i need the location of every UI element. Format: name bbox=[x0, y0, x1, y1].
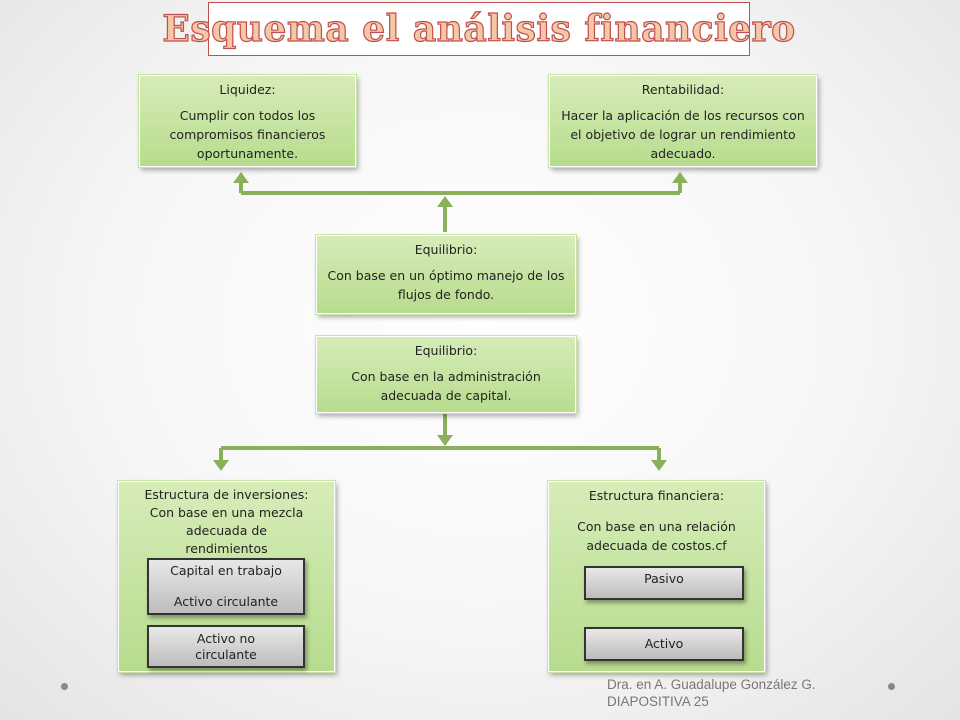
box-estructura-inversiones-heading: Estructura de inversiones: bbox=[144, 487, 309, 502]
box-liquidez-heading: Liquidez: bbox=[219, 82, 276, 97]
item-pasivo: Pasivo bbox=[584, 566, 744, 600]
box-rentabilidad-heading: Rentabilidad: bbox=[641, 82, 725, 97]
left-bullet-dot bbox=[61, 683, 68, 690]
footer-slide-number: DIAPOSITIVA 25 bbox=[607, 694, 709, 709]
item-activo: Activo bbox=[584, 627, 744, 661]
box-equilibrio-capital: Equilibrio: Con base en la administració… bbox=[315, 335, 577, 414]
arrowhead-down-center bbox=[437, 435, 453, 446]
box-estructura-financiera-heading: Estructura financiera: bbox=[588, 488, 725, 503]
arrowhead-down-right bbox=[651, 460, 667, 471]
box-estructura-financiera-body: Con base en una relación adecuada de cos… bbox=[577, 519, 736, 553]
item-capital-trabajo: Capital en trabajo Activo circulante bbox=[147, 558, 305, 615]
box-equilibrio-flujos: Equilibrio: Con base en un óptimo manejo… bbox=[315, 234, 577, 315]
box-estructura-inversiones-body: Con base en una mezcla adecuada de rendi… bbox=[149, 505, 304, 556]
item-capital-trabajo-label: Capital en trabajo bbox=[170, 563, 282, 578]
box-liquidez: Liquidez: Cumplir con todos los compromi… bbox=[138, 74, 357, 168]
box-equilibrio-flujos-heading: Equilibrio: bbox=[414, 242, 478, 257]
box-equilibrio-capital-body: Con base en la administración adecuada d… bbox=[351, 369, 541, 403]
item-activo-label: Activo bbox=[644, 636, 684, 651]
title-box: Esquema el análisis financiero bbox=[162, 2, 796, 56]
box-equilibrio-capital-heading: Equilibrio: bbox=[414, 343, 478, 358]
box-equilibrio-flujos-body: Con base en un óptimo manejo de los fluj… bbox=[327, 268, 565, 302]
arrowhead-down-left bbox=[213, 460, 229, 471]
item-activo-no-circulante: Activo no circulante bbox=[147, 625, 305, 668]
arrowhead-up-right bbox=[672, 172, 688, 183]
box-rentabilidad-body: Hacer la aplicación de los recursos con … bbox=[561, 108, 805, 161]
box-liquidez-body: Cumplir con todos los compromisos financ… bbox=[169, 108, 326, 161]
footer: Dra. en A. Guadalupe González G. DIAPOSI… bbox=[607, 676, 816, 710]
box-rentabilidad: Rentabilidad: Hacer la aplicación de los… bbox=[548, 74, 818, 168]
right-bullet-dot bbox=[888, 683, 895, 690]
item-pasivo-label: Pasivo bbox=[644, 571, 684, 586]
arrowhead-up-left bbox=[233, 172, 249, 183]
item-activo-no-circulante-label: Activo no circulante bbox=[195, 630, 257, 662]
slide-title: Esquema el análisis financiero bbox=[162, 7, 796, 50]
footer-author: Dra. en A. Guadalupe González G. bbox=[607, 677, 816, 692]
item-activo-circulante-label: Activo circulante bbox=[173, 594, 279, 609]
arrowhead-up-center bbox=[437, 196, 453, 207]
